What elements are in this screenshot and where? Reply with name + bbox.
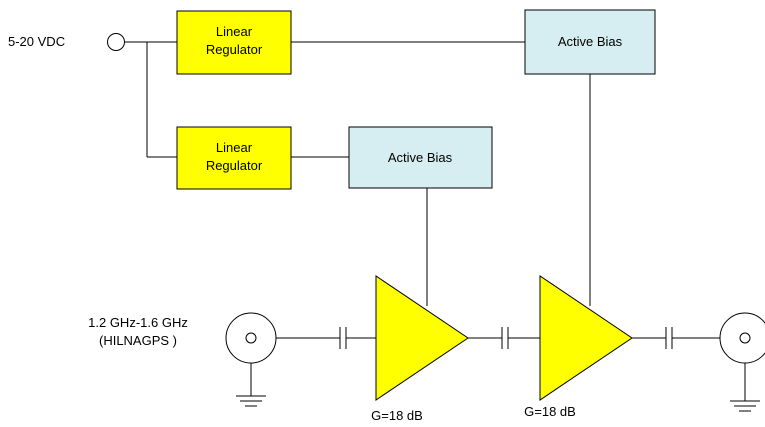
coupling-capacitor-2-icon — [501, 327, 509, 349]
supply-terminal-icon — [107, 33, 125, 51]
regulator-top-label-line2: Regulator — [206, 42, 263, 57]
active-bias-bottom: Active Bias — [348, 126, 493, 189]
bias-top-box — [524, 9, 656, 75]
active-bias-top: Active Bias — [524, 9, 656, 75]
bias-bottom-label: Active Bias — [388, 150, 453, 165]
regulator-bottom-label-line2: Regulator — [206, 158, 263, 173]
bias-top-label: Active Bias — [558, 34, 623, 49]
supply-label: 5-20 VDC — [8, 34, 65, 49]
rf-output-connector-icon — [719, 312, 765, 364]
coupling-capacitor-1-icon — [339, 327, 347, 349]
linear-regulator-top: Linear Regulator — [176, 10, 292, 75]
amplifier-2-icon — [539, 275, 633, 401]
input-part-label: (HILNAGPS ) — [99, 333, 177, 348]
regulator-top-box — [176, 10, 292, 75]
input-ground-icon — [236, 363, 266, 407]
bias-bottom-box — [348, 126, 493, 189]
regulator-bottom-box — [176, 126, 292, 190]
amplifier-1-icon — [375, 275, 469, 401]
regulator-top-label-line1: Linear — [216, 24, 253, 39]
amplifier-1-gain-label: G=18 dB — [371, 408, 423, 423]
amplifier-2-gain-label: G=18 dB — [524, 404, 576, 419]
regulator-bottom-label-line1: Linear — [216, 140, 253, 155]
rf-input-connector-icon — [225, 312, 277, 364]
input-frequency-label: 1.2 GHz-1.6 GHz — [88, 315, 188, 330]
coupling-capacitor-3-icon — [665, 327, 673, 349]
output-ground-icon — [730, 363, 760, 412]
linear-regulator-bottom: Linear Regulator — [176, 126, 292, 190]
wiring — [125, 41, 745, 339]
